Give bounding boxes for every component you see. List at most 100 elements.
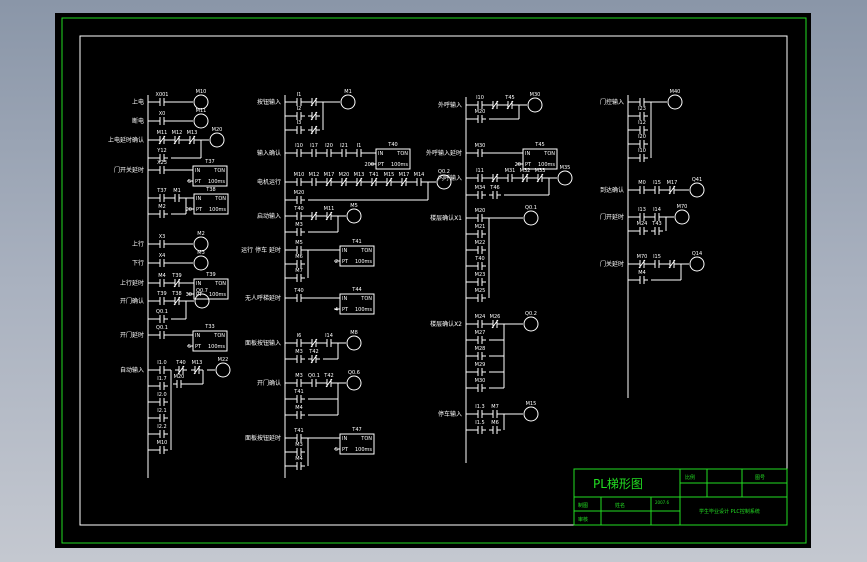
- contact-label: I14: [325, 333, 333, 339]
- contact-label: M11: [324, 206, 335, 212]
- no-contact-symbol: M3: [293, 442, 305, 456]
- rung: 按钮输入: [257, 98, 281, 106]
- rung-label: 上行延时: [120, 279, 144, 287]
- no-contact-symbol: I14: [651, 207, 663, 221]
- coil-circle: [667, 94, 683, 110]
- nc-contact-symbol: M17: [666, 180, 678, 195]
- no-contact-symbol: X3: [156, 234, 168, 248]
- contact-label: M20: [294, 190, 305, 196]
- no-contact-symbol: M6: [293, 254, 305, 268]
- coil-circle: [209, 132, 225, 148]
- no-contact-symbol: I2.2: [156, 424, 168, 438]
- rung-label: 门控输入: [600, 98, 624, 106]
- timer-base: 100ms: [209, 292, 226, 298]
- no-contact-symbol: M4: [293, 456, 305, 470]
- timer-in: IN: [195, 333, 200, 339]
- rung-label: 门开关延时: [114, 166, 144, 174]
- contact-label: I1: [357, 143, 362, 149]
- contact-label: I1: [297, 92, 302, 98]
- rung: 到达确认: [600, 186, 624, 194]
- no-contact-symbol: I14: [323, 333, 335, 347]
- nc-slash: [491, 100, 499, 110]
- contact-label: Q0.1: [156, 309, 168, 315]
- contact-label: M70: [637, 254, 648, 260]
- contact-label: M33: [535, 168, 546, 174]
- title-cell-date: 2007.6: [655, 500, 669, 505]
- timer-pt: PT: [195, 179, 202, 185]
- no-contact-symbol: Q0.1: [308, 373, 320, 387]
- coil-label: Q0.7: [196, 288, 208, 294]
- contact-label: T42: [308, 349, 318, 355]
- contact-label: M12: [309, 172, 320, 178]
- no-contact-symbol: M29: [474, 362, 486, 376]
- rung: 楼层确认X1: [430, 214, 462, 222]
- rung-label: 楼层确认X2: [430, 320, 462, 328]
- no-contact-symbol: I15: [651, 254, 663, 268]
- contact-label: X0: [159, 111, 166, 117]
- rung: 下行: [132, 259, 144, 267]
- contact-label: I15: [653, 180, 661, 186]
- title-cell-checker: 审核: [578, 516, 588, 523]
- rung: 外呼输入延时: [426, 149, 462, 157]
- rung-label: 断电: [132, 117, 144, 125]
- contact-label: M2: [158, 204, 166, 210]
- no-contact-symbol: M7: [489, 404, 501, 418]
- contact-label: X4: [159, 253, 166, 259]
- coil-label: M15: [526, 401, 537, 407]
- nc-slash: [521, 173, 529, 183]
- coil-symbol: M2: [193, 231, 209, 252]
- contact-label: M4: [158, 273, 166, 279]
- no-contact-symbol: T41: [293, 428, 305, 442]
- coil-label: M3: [197, 250, 205, 256]
- no-contact-symbol: M34: [474, 185, 486, 199]
- rung-label: 外呼输入延时: [426, 149, 462, 157]
- timer-in: IN: [196, 196, 201, 202]
- coil-symbol: M15: [523, 401, 539, 422]
- contact-label: M22: [475, 240, 486, 246]
- nc-contact-symbol: [308, 125, 320, 135]
- timer-box: [339, 245, 375, 267]
- no-contact-symbol: T40: [293, 288, 305, 302]
- nc-contact-symbol: T42: [308, 349, 320, 364]
- rung-label: 上电: [132, 98, 144, 106]
- nc-contact-symbol: M13: [191, 360, 203, 375]
- nc-slash: [310, 354, 318, 364]
- contact-label: Y12: [156, 148, 166, 154]
- contact-label: M25: [475, 288, 486, 294]
- no-contact-symbol: I20: [636, 134, 648, 148]
- no-contact-symbol: M0: [636, 180, 648, 194]
- no-contact-symbol: T43: [651, 221, 663, 235]
- rung-label: 外呼输入: [438, 101, 462, 109]
- timer-name: T33: [204, 324, 214, 330]
- nc-slash: [325, 177, 333, 187]
- rung-label: 上电延时确认: [108, 136, 144, 144]
- timer-box: [375, 148, 411, 170]
- timer-pt: PT: [196, 207, 203, 213]
- contact-label: M23: [475, 272, 486, 278]
- nc-contact-symbol: M11: [323, 206, 335, 221]
- coil-symbol: Q0.6: [346, 370, 362, 391]
- contact-label: I1.0: [157, 360, 166, 366]
- no-contact-symbol: I13: [636, 207, 648, 221]
- timer-name: T47: [351, 427, 361, 433]
- rung: 运行 停车 延时: [241, 246, 281, 254]
- no-contact-symbol: Y12: [156, 148, 168, 162]
- coil-symbol: M70: [674, 204, 690, 225]
- contact-label: T40: [474, 256, 484, 262]
- nc-contact-symbol: M13: [353, 172, 365, 187]
- coil-circle: [215, 362, 231, 378]
- coil-circle: [193, 255, 209, 271]
- nc-contact-symbol: M32: [519, 168, 531, 183]
- rung: 启动输入: [257, 212, 281, 220]
- nc-slash: [355, 177, 363, 187]
- timer-preset: 4: [335, 307, 338, 313]
- contact-label: M20: [174, 374, 185, 380]
- coil-symbol: M8: [346, 330, 362, 351]
- coil-symbol: Q0.2: [523, 311, 539, 332]
- rung: 外呼输入: [438, 101, 462, 109]
- timer-name: T38: [205, 187, 215, 193]
